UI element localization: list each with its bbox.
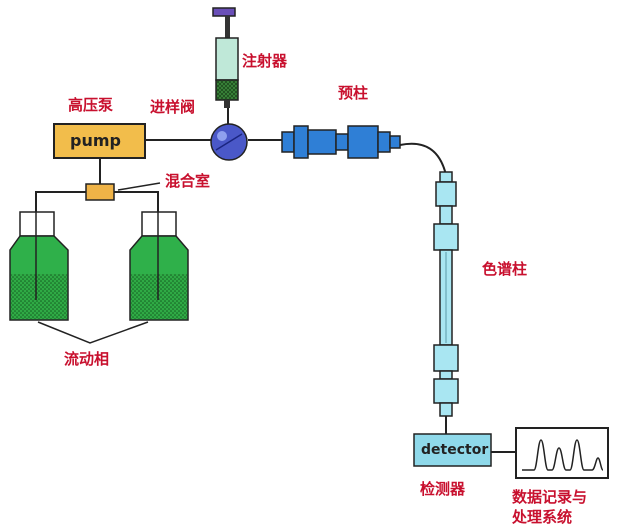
mixing-chamber [85,183,115,201]
chromatogram-trace [522,439,604,471]
label-pump: 高压泵 [68,96,114,114]
label-detector: 检测器 [420,480,466,498]
injection-valve [210,123,248,161]
label-mobile-phase: 流动相 [64,350,110,368]
solvent-bottle-left [9,211,69,321]
pump-body [53,123,146,159]
chromatography-column [433,171,459,417]
label-data-system-line1: 数据记录与 [512,488,588,506]
pump-label: pump [70,131,121,150]
tubing [35,106,516,453]
label-syringe: 注射器 [242,52,288,70]
detector-label: detector [421,442,489,458]
mixer-pointer [117,182,161,191]
label-data-system-line2: 处理系统 [512,508,573,526]
label-precolumn: 预柱 [338,84,369,102]
label-column: 色谱柱 [482,260,528,278]
solvent-bottle-right [129,211,189,321]
detector-body [413,433,492,467]
mobile-phase-pointer [37,321,149,344]
label-injector: 进样阀 [150,98,196,116]
label-mixer: 混合室 [165,172,211,190]
syringe [212,7,239,108]
precolumn-fittings [281,125,401,159]
data-monitor [515,427,609,479]
